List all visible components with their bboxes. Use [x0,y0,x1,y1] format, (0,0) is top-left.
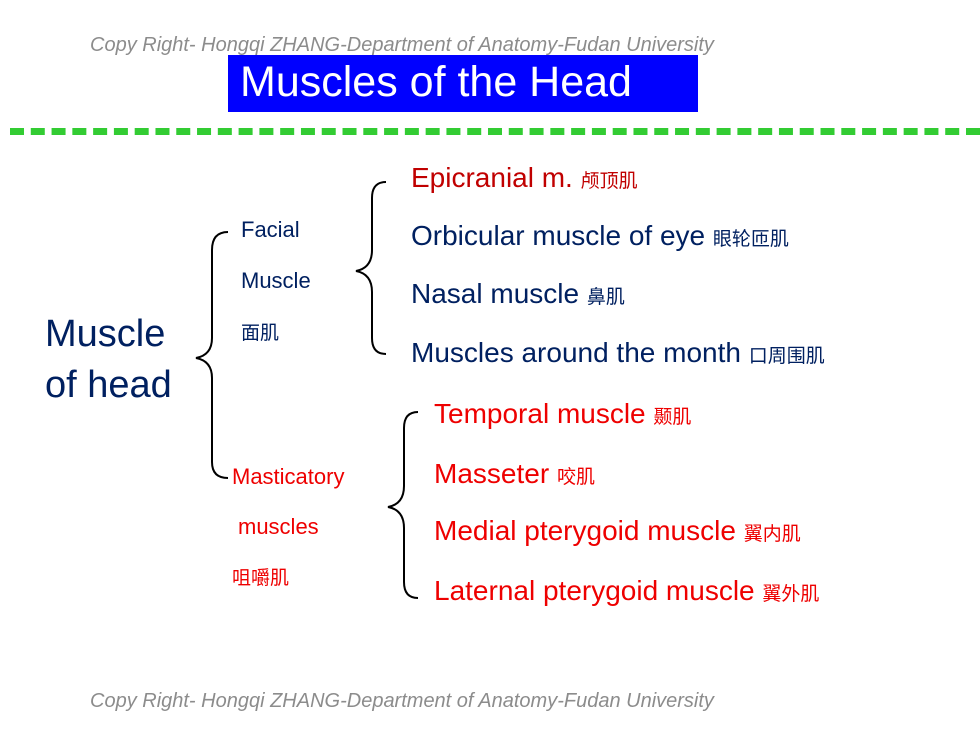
root-label-line2: of head [45,364,172,406]
facial-item-cn: 眼轮匝肌 [712,228,789,250]
masticatory-item-en: Masseter [434,458,550,489]
facial-item: Nasal muscle 鼻肌 [411,278,625,313]
masticatory-item-en: Medial pterygoid muscle [434,515,736,546]
masticatory-item-cn: 咬肌 [556,466,595,488]
facial-item: Muscles around the month 口周围肌 [411,337,825,372]
facial-item: Orbicular muscle of eye 眼轮匝肌 [411,220,789,255]
masticatory-item-cn: 颞肌 [653,406,692,428]
facial-label-line2: Muscle [241,268,311,293]
facial-item-en: Muscles around the month [411,337,741,368]
masticatory-label-line2: muscles [238,514,319,539]
title-box [228,55,698,112]
green-dashed-divider [10,128,980,135]
facial-item-cn: 鼻肌 [586,286,625,308]
masticatory-item: Medial pterygoid muscle 翼内肌 [434,515,801,550]
copyright-bottom: Copy Right- Hongqi ZHANG-Department of A… [90,690,714,712]
masticatory-item-en: Temporal muscle [434,398,646,429]
masticatory-label-line3: 咀嚼肌 [232,567,290,589]
page-title: Muscles of the Head [240,58,632,106]
copyright-top: Copy Right- Hongqi ZHANG-Department of A… [90,34,714,56]
masticatory-item-cn: 翼外肌 [762,583,820,605]
facial-item: Epicranial m. 颅顶肌 [411,162,638,197]
facial-label-line3: 面肌 [241,322,280,344]
masticatory-item: Masseter 咬肌 [434,458,595,493]
masticatory-item-en: Laternal pterygoid muscle [434,575,755,606]
facial-item-en: Epicranial m. [411,162,573,193]
masticatory-item-cn: 翼内肌 [743,523,801,545]
facial-item-en: Nasal muscle [411,278,580,309]
masticatory-item: Temporal muscle 颞肌 [434,398,691,433]
facial-item-en: Orbicular muscle of eye [411,220,706,251]
facial-item-cn: 颅顶肌 [580,170,638,192]
root-label-line1: Muscle [45,313,166,355]
masticatory-item: Laternal pterygoid muscle 翼外肌 [434,575,819,610]
facial-item-cn: 口周围肌 [748,345,825,367]
facial-label-line1: Facial [241,217,300,242]
masticatory-label-line1: Masticatory [232,464,345,489]
